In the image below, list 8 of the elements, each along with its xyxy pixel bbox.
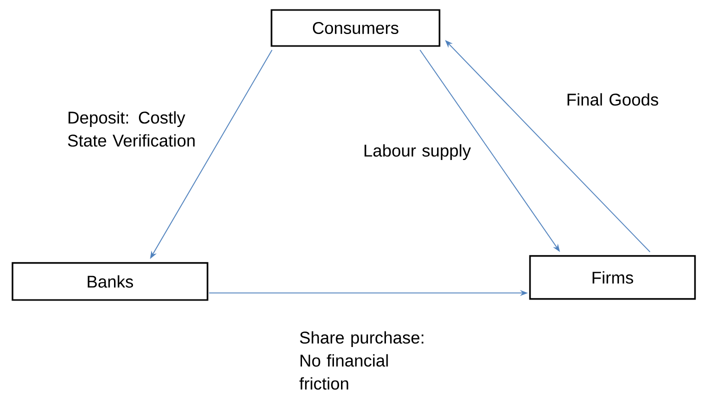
edge-label: Deposit: Costly State Verification (68, 111, 195, 147)
entity-box: Banks (12, 262, 208, 301)
edge-label: Final Goods (568, 93, 658, 106)
entity-box: Firms (529, 255, 696, 300)
edge-label: Share purchase: No financial friction (299, 331, 424, 390)
arrow (445, 40, 650, 252)
entity-box: Consumers (270, 9, 440, 47)
edge-label: Labour supply (364, 144, 471, 160)
